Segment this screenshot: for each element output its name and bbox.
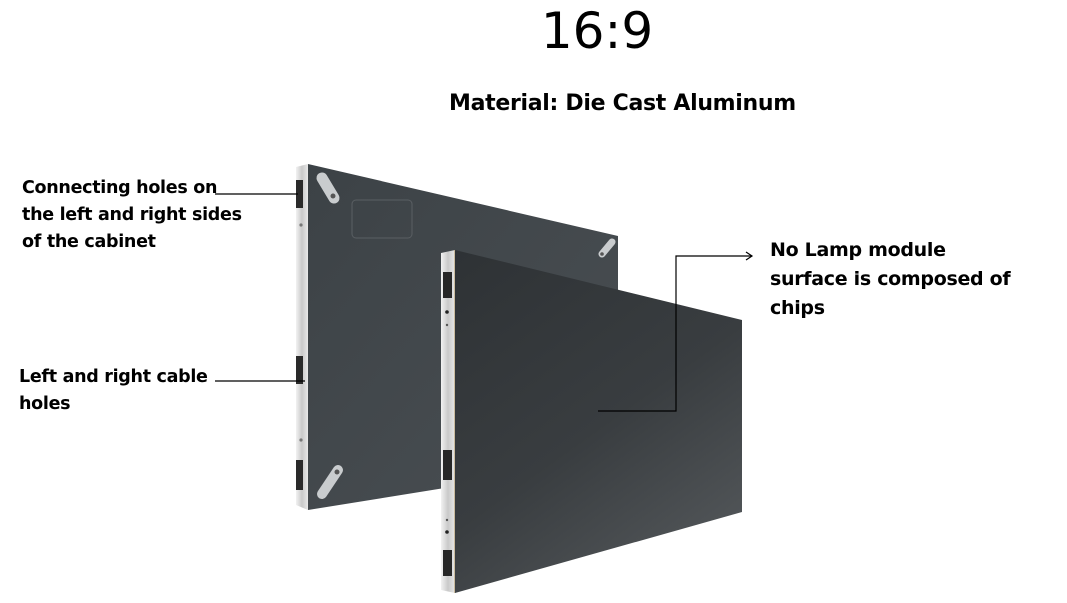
callout-line: Connecting holes on xyxy=(22,178,218,198)
mounting-bracket-icon xyxy=(598,238,616,258)
callout-line: of the cabinet xyxy=(22,232,156,252)
mounting-bracket-icon xyxy=(316,172,340,204)
callout-cable-holes: Left and right cable holes xyxy=(19,364,208,418)
callout-line: surface is composed of chips xyxy=(770,268,1011,319)
callout-line: the left and right sides xyxy=(22,205,242,225)
aspect-ratio-title: 16:9 xyxy=(540,2,654,60)
callout-line: holes xyxy=(19,394,71,414)
callout-connecting-holes: Connecting holes on the left and right s… xyxy=(22,175,242,256)
material-heading: Material: Die Cast Aluminum xyxy=(449,91,796,116)
leader-lines xyxy=(215,193,754,412)
front-cabinet xyxy=(441,250,742,593)
mounting-bracket-icon xyxy=(317,465,343,499)
leader-line-no-lamp xyxy=(598,255,752,412)
callout-no-lamp-module: No Lamp module surface is composed of ch… xyxy=(770,236,1067,323)
callout-line: Left and right cable xyxy=(19,367,208,387)
arrow-head-icon xyxy=(745,251,754,261)
callout-line: No Lamp module xyxy=(770,239,946,261)
